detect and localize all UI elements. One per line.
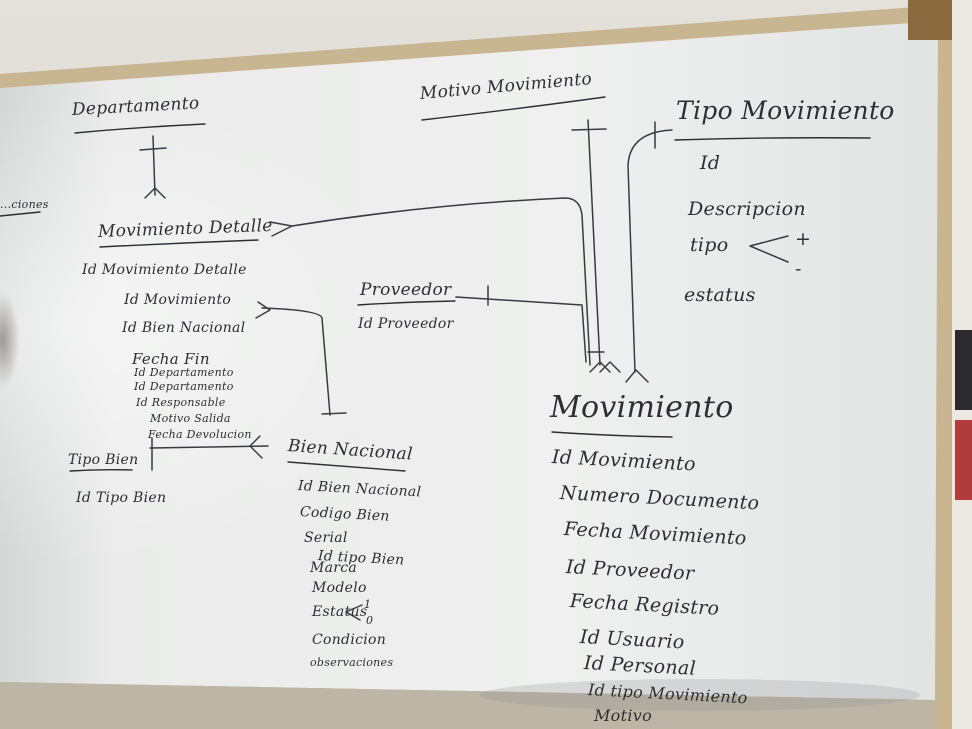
rel-mark-one: [321, 412, 347, 415]
rel-detalle-bien: [261, 307, 331, 416]
attr-movimiento-motivo: Motivo: [594, 706, 653, 725]
rel-tipobien-bien: [149, 445, 269, 449]
underline-departamento: [74, 123, 206, 134]
estatus-value-0: 0: [366, 614, 374, 627]
dark-object: [955, 330, 972, 410]
rel-mark-one: [139, 147, 167, 151]
entity-title-tipo-movimiento: Tipo Movimiento: [676, 96, 895, 125]
tipo-value-minus: -: [795, 258, 802, 280]
rel-crow-foot: [269, 221, 293, 237]
attr-detalle-id: Id Movimiento Detalle: [82, 262, 247, 278]
rel-crow-foot: [249, 435, 263, 459]
board-tray: [0, 682, 935, 729]
rel-motivo-movimiento: [587, 119, 601, 366]
attr-bien-estatus: Estatus: [312, 604, 368, 620]
attr-detalle-id-responsable: Id Responsable: [136, 396, 226, 409]
rel-crow-foot: [599, 361, 621, 373]
rel-crow-foot: [255, 301, 271, 319]
bracket-mark: [345, 604, 363, 621]
underline-left-fragment: [0, 211, 41, 217]
attr-detalle-id-departamento: Id Departamento: [134, 366, 234, 379]
attr-bien-modelo: Modelo: [312, 580, 367, 596]
attr-detalle-id-movimiento: Id Movimiento: [124, 292, 232, 308]
entity-title-movimiento: Movimiento: [550, 390, 734, 425]
entity-title-tipo-bien: Tipo Bien: [68, 452, 139, 468]
underline-proveedor: [357, 300, 456, 306]
underline-movimiento: [551, 431, 673, 438]
left-edge-fragment: ...ciones: [0, 198, 49, 211]
rel-crow-foot: [144, 187, 166, 199]
rel-crow-foot: [625, 369, 649, 383]
board-glare: [0, 22, 938, 700]
tipo-value-plus: +: [795, 228, 812, 250]
entity-title-proveedor: Proveedor: [360, 280, 452, 300]
rel-proveedor-movimiento: [455, 296, 587, 363]
underline-motivo: [421, 96, 606, 121]
attr-tipo-bien-id: Id Tipo Bien: [76, 490, 167, 506]
attr-detalle-motivo-salida: Motivo Salida: [150, 412, 231, 425]
attr-detalle-fecha-fin: Fecha Fin: [132, 350, 210, 368]
attr-detalle-id-bien: Id Bien Nacional: [122, 320, 246, 336]
rel-departamento-detalle: [152, 135, 156, 196]
underline-bien-nacional: [287, 461, 406, 472]
attr-tipo-movimiento-descripcion: Descripcion: [688, 198, 806, 220]
rel-detalle-movimiento: [291, 197, 591, 366]
rel-mark-one: [571, 128, 607, 131]
estatus-value-1: 1: [364, 598, 372, 611]
attr-bien-condicion: Condicion: [312, 632, 387, 648]
underline-tipo-movimiento: [674, 137, 871, 141]
attr-tipo-movimiento-tipo: tipo: [690, 234, 729, 256]
attr-bien-serial: Serial: [304, 530, 348, 546]
attr-tipo-movimiento-estatus: estatus: [684, 284, 756, 306]
underline-tipo-bien: [69, 468, 133, 472]
eraser-smudge: [480, 679, 920, 711]
bracket-mark: [749, 235, 789, 263]
red-object: [955, 420, 972, 500]
attr-bien-observaciones: observaciones: [310, 656, 394, 669]
rel-crow-foot: [589, 361, 611, 373]
rel-tipo-movimiento: [627, 129, 673, 373]
attr-detalle-fecha-devolucion: Fecha Devolucion: [148, 428, 252, 441]
attr-detalle-id-departamento-2: Id Departamento: [134, 380, 234, 393]
underline-mov-detalle: [99, 239, 259, 248]
attr-tipo-movimiento-id: Id: [700, 152, 721, 174]
attr-bien-marca: Marca: [310, 560, 358, 576]
corner-bracket: [908, 0, 952, 40]
attr-proveedor-id: Id Proveedor: [358, 316, 454, 332]
